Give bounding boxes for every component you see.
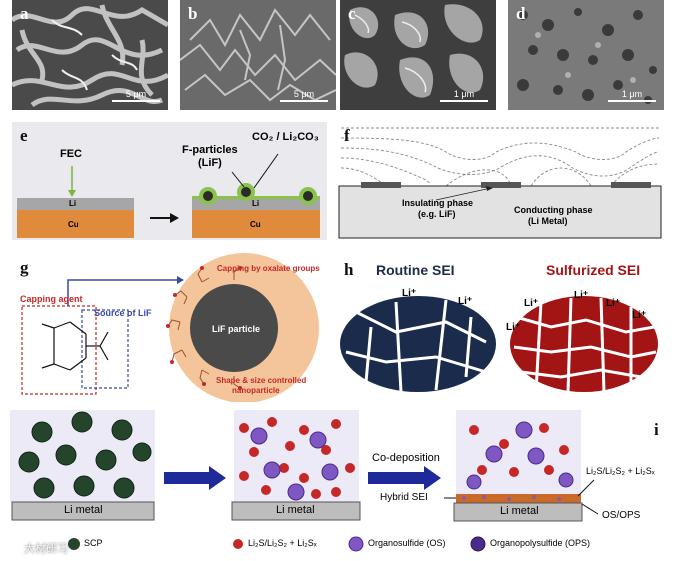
sulfurized-sei-title: Sulfurized SEI [546,262,640,278]
panel-label-e: e [20,126,28,146]
li-metal-label-1: Li metal [64,504,103,516]
sulfide-label: Li₂S/Li₂S₂ + Li₂Sₓ [586,466,655,476]
scale-bar-d: 1 μm [608,89,656,102]
os-ops-label: OS/OPS [602,510,640,521]
li-ion-label-2: Li⁺ [458,296,472,307]
panel-i: Li metal Li metal Li metal Co-deposition… [4,410,674,560]
panel-label-i: i [654,420,659,440]
insulating-phase-label: Insulating phase [402,198,473,208]
hybrid-sei-label: Hybrid SEI [380,492,428,503]
sem-image-b: b 5 μm [180,0,336,110]
li-ion-label-1: Li⁺ [402,288,416,299]
legend-sulfide-label: Li₂S/Li₂S₂ + Li₂Sₓ [248,538,317,548]
sem-image-d: d 1 μm [508,0,664,110]
li-ion-label-4: Li⁺ [574,290,588,301]
panel-label-c: c [348,4,356,24]
insulating-example-label: (e.g. LiF) [418,209,456,219]
li-ion-label-6: Li⁺ [632,310,646,321]
field-lines-diagram [336,122,664,240]
panel-h: h Routine SEI Sulfurized SEI Li⁺ Li⁺ Li⁺… [336,252,664,402]
panel-e: e FEC Li Cu F-particles (LiF) CO₂ / Li₂C… [12,122,327,240]
li-ion-label-7: Li⁺ [506,322,520,333]
sem-image-c: c 1 μm [340,0,496,110]
fec-label: FEC [60,148,82,160]
routine-sei-title: Routine SEI [376,262,455,278]
shape-size-label: Shape & size controlled [216,376,306,385]
scale-bar-b: 5 μm [280,89,328,102]
lif-label: (LiF) [198,157,222,169]
f-particles-label: F-particles [182,144,238,156]
panel-label-g: g [20,258,29,278]
cu-label-left: Cu [68,220,79,229]
li-ion-label-3: Li⁺ [524,298,538,309]
li-ion-label-5: Li⁺ [606,298,620,309]
co-deposition-label: Co-deposition [372,452,440,464]
panel-label-a: a [20,4,29,24]
li-metal-label-3: Li metal [500,505,539,517]
panel-f: f Insulating phase (e.g. LiF) Conducting… [336,122,664,240]
scale-bar-a: 5 μm [112,89,160,102]
legend-os-label: Organosulfide (OS) [368,538,446,548]
capping-agent-label: Capping agent [20,294,83,304]
conducting-sub-label: (Li Metal) [528,216,568,226]
capping-oxalate-label: Capping by oxalate groups [217,264,320,273]
source-of-lif-label: Source of LiF [94,308,152,318]
li-metal-label-2: Li metal [276,504,315,516]
sem-image-a: a 5 μm [12,0,168,110]
nanoparticle-label: nanoparticle [232,386,280,395]
scale-bar-c: 1 μm [440,89,488,102]
legend-ops-label: Organopolysulfide (OPS) [490,538,590,548]
panel-label-f: f [344,126,350,146]
li-label-right: Li [252,199,259,208]
panel-label-d: d [516,4,525,24]
li-label-left: Li [69,199,76,208]
lif-particle-label: LiF particle [212,324,260,334]
co2-label: CO₂ / Li₂CO₃ [252,131,319,143]
legend-scp-label: SCP [84,538,103,548]
panel-g: g Capping agent Source of LiF Capping by… [12,252,327,402]
panel-label-b: b [188,4,197,24]
conducting-phase-label: Conducting phase [514,205,593,215]
panel-label-h: h [344,260,353,280]
cu-label-right: Cu [250,220,261,229]
watermark: 大材研习 [24,540,68,556]
